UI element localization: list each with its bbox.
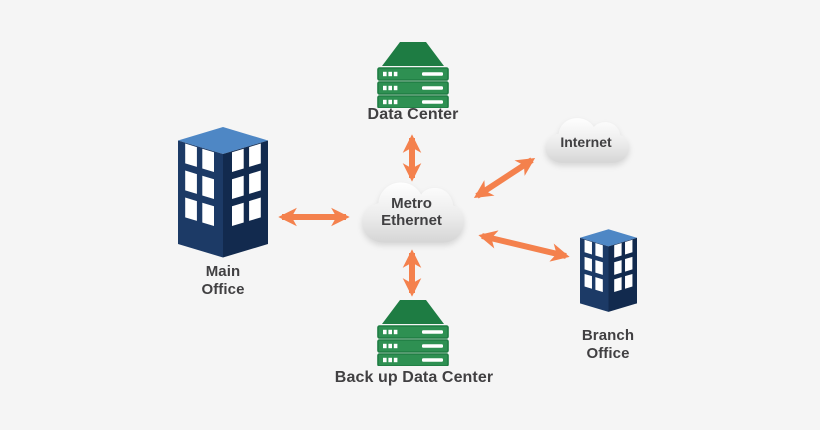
server-row	[377, 325, 449, 339]
node-metro-ethernet: Metro Ethernet	[358, 177, 465, 248]
metro-ethernet-label: Metro Ethernet	[358, 195, 465, 230]
server-row	[377, 339, 449, 353]
branch-office-label: Branch Office	[553, 327, 663, 362]
office-building-icon	[178, 127, 268, 258]
backup-data-center-label: Back up Data Center	[334, 369, 494, 386]
office-building-icon	[580, 229, 637, 312]
internet-label: Internet	[560, 134, 612, 150]
server-row	[377, 67, 449, 81]
node-internet: Internet	[542, 114, 630, 167]
node-main-office	[178, 127, 268, 262]
server-row	[377, 81, 449, 95]
data-center-label: Data Center	[367, 106, 459, 123]
branch-office-label-line2: Office	[586, 344, 630, 362]
building-windows	[185, 143, 214, 226]
link-branch-office-metro	[478, 230, 570, 262]
node-data-center	[377, 42, 449, 108]
link-internet-metro	[473, 157, 536, 199]
metro-ethernet-label-line2: Ethernet	[381, 211, 442, 229]
server-stack-icon	[377, 300, 449, 366]
server-row	[377, 353, 449, 366]
main-office-label-line2: Office	[201, 280, 245, 298]
cloud-icon	[362, 182, 464, 243]
server-stack-icon	[377, 42, 449, 108]
metro-ethernet-label-line1: Metro	[391, 195, 432, 212]
main-office-label: Main Office	[168, 263, 278, 298]
building-windows	[614, 239, 633, 292]
node-backup-data-center	[377, 300, 449, 366]
main-office-label-line1: Main	[205, 263, 241, 280]
branch-office-label-line1: Branch	[581, 327, 635, 344]
cloud-icon	[545, 118, 630, 163]
building-windows	[584, 239, 603, 292]
server-row	[377, 95, 449, 108]
building-windows	[232, 143, 261, 226]
node-branch-office	[580, 229, 637, 315]
